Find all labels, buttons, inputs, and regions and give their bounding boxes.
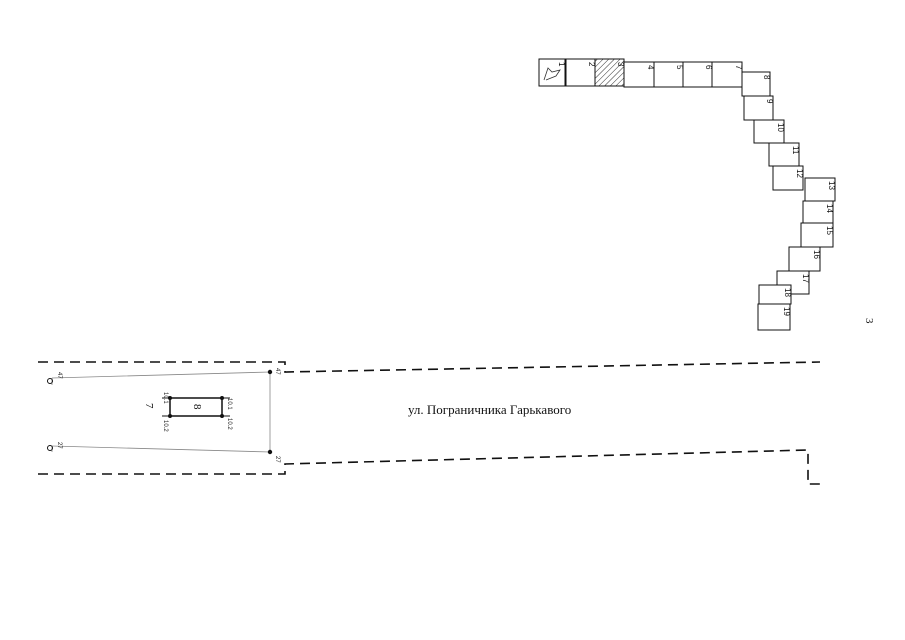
- sheet-tile: [772, 165, 804, 191]
- sheet-tile-number: 14: [825, 204, 834, 213]
- point-label: 47: [56, 372, 62, 379]
- street-name: ул. Пограничника Гарькавого: [408, 402, 571, 417]
- sheet-tile: [741, 71, 771, 97]
- sheet-tile-number: 13: [827, 181, 836, 190]
- building-label: 8: [191, 404, 203, 410]
- tile-sketch: [543, 67, 561, 81]
- page-number: 3: [863, 318, 875, 324]
- sheet-tile-number: 12: [795, 169, 804, 178]
- sheet-tile-number: 11: [791, 146, 800, 155]
- sheet-tile-number: 1: [557, 62, 566, 67]
- point-label: 47: [274, 368, 280, 375]
- point-label: 10.2: [162, 420, 168, 432]
- sheet-tile-number: 9: [765, 99, 774, 104]
- point-label: 27: [56, 442, 62, 449]
- sheet-tile: [743, 95, 774, 121]
- point-label: 10.1: [162, 392, 168, 404]
- sheet-tile-number: 3: [616, 62, 625, 67]
- sheet-tile-number: 6: [704, 65, 713, 70]
- sheet-tile: [623, 61, 655, 88]
- sheet-tile-number: 19: [782, 307, 791, 316]
- sheet-tile-number: 15: [825, 226, 834, 235]
- street-boundaries: [38, 361, 822, 485]
- sheet-tile: [788, 246, 821, 272]
- sheet-tile-number: 16: [812, 250, 821, 259]
- sheet-tile-number: 10: [776, 123, 785, 132]
- point-label: 10.1: [226, 398, 232, 410]
- point-label: 10.2: [226, 418, 232, 430]
- building: [162, 396, 230, 418]
- survey-points: [47, 369, 273, 455]
- point-label: 27: [274, 456, 280, 463]
- sheet-tile: [711, 61, 743, 88]
- area-label: 7: [143, 403, 155, 409]
- sheet-tile-number: 17: [801, 274, 810, 283]
- sheet-tile-number: 5: [675, 65, 684, 70]
- sheet-tile: [757, 303, 791, 331]
- street-boundary-north: [38, 361, 821, 373]
- sheet-tile-number: 18: [783, 288, 792, 297]
- sheet-tile-number: 2: [587, 62, 596, 67]
- sheet-tile-number: 4: [646, 65, 655, 70]
- sheet-tile-number: 7: [734, 65, 743, 70]
- sheet-tile: [682, 61, 713, 88]
- sheet-tile: [538, 58, 566, 87]
- street-boundary-south: [38, 449, 822, 485]
- sheet-tile: [565, 58, 596, 87]
- sheet-tile-number: 8: [762, 75, 771, 80]
- parcel-lines: [51, 371, 271, 453]
